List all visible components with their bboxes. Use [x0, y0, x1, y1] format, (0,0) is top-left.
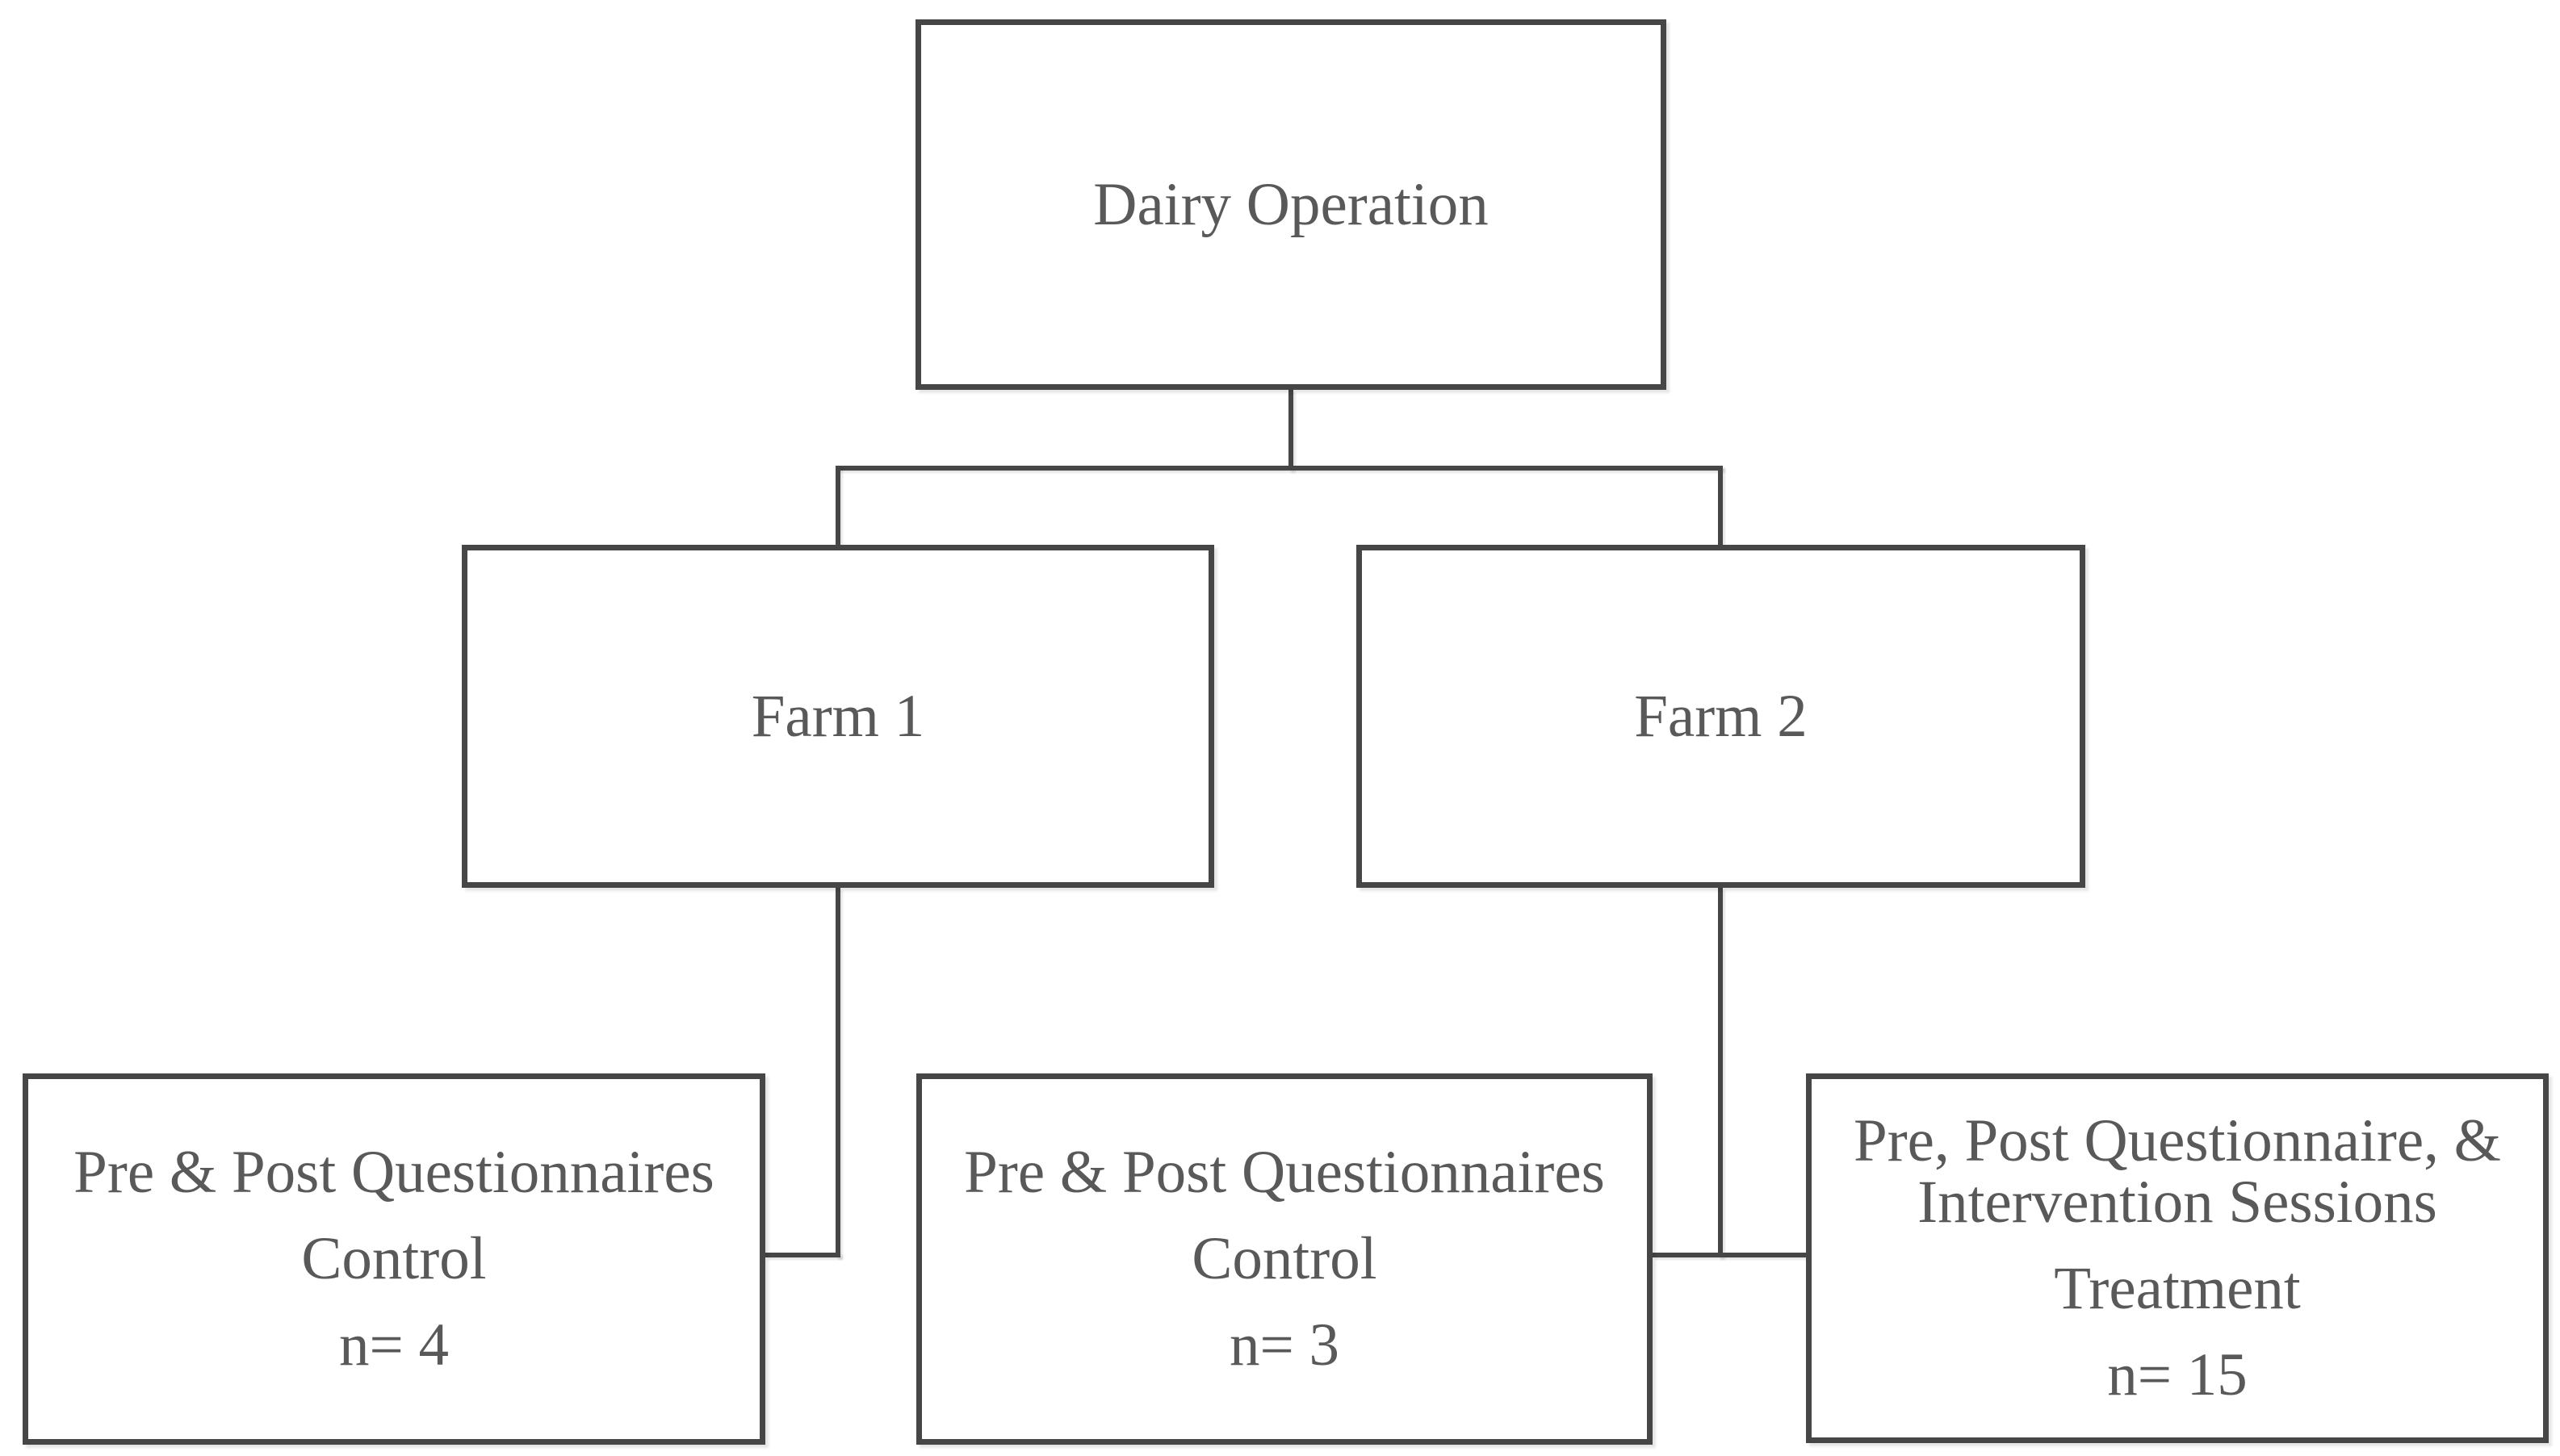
connector-dairy-stem — [1288, 390, 1293, 471]
node-dairy-operation: Dairy Operation — [915, 19, 1666, 390]
farm2-treatment-n-label: n= 15 — [2107, 1341, 2248, 1408]
node-farm-2: Farm 2 — [1356, 545, 2085, 888]
node-farm1-control-group: Pre & Post Questionnaires Control n= 4 — [23, 1073, 765, 1445]
farm2-control-group-label: Control — [1192, 1225, 1377, 1292]
node-farm-1: Farm 1 — [462, 545, 1214, 888]
node-farm-2-label: Farm 2 — [1634, 682, 1808, 750]
farm2-treatment-sessions-label: Pre, Post Questionnaire, & Intervention … — [1853, 1107, 2501, 1236]
node-dairy-operation-label: Dairy Operation — [1093, 170, 1489, 238]
connector-farms-crossbar — [836, 466, 1723, 471]
node-farm2-treatment-group: Pre, Post Questionnaire, & Intervention … — [1806, 1073, 2549, 1443]
connector-farm1-branch-down — [836, 888, 840, 1257]
farm2-control-questionnaires-label: Pre & Post Questionnaires — [964, 1139, 1605, 1206]
farm1-control-n-label: n= 4 — [338, 1312, 450, 1379]
farm2-treatment-group-label: Treatment — [2054, 1255, 2301, 1322]
connector-farm1-elbow — [765, 1253, 840, 1257]
connector-farm2-elbow — [1653, 1253, 1806, 1257]
connector-farm2-branch-down — [1718, 888, 1723, 1257]
farm2-control-n-label: n= 3 — [1229, 1312, 1340, 1379]
farm1-control-questionnaires-label: Pre & Post Questionnaires — [73, 1139, 714, 1206]
node-farm2-control-group: Pre & Post Questionnaires Control n= 3 — [916, 1073, 1653, 1445]
node-farm-1-label: Farm 1 — [751, 682, 925, 750]
connector-drop-to-farm1 — [836, 466, 840, 545]
farm1-control-group-label: Control — [301, 1225, 487, 1292]
connector-drop-to-farm2 — [1718, 466, 1723, 545]
